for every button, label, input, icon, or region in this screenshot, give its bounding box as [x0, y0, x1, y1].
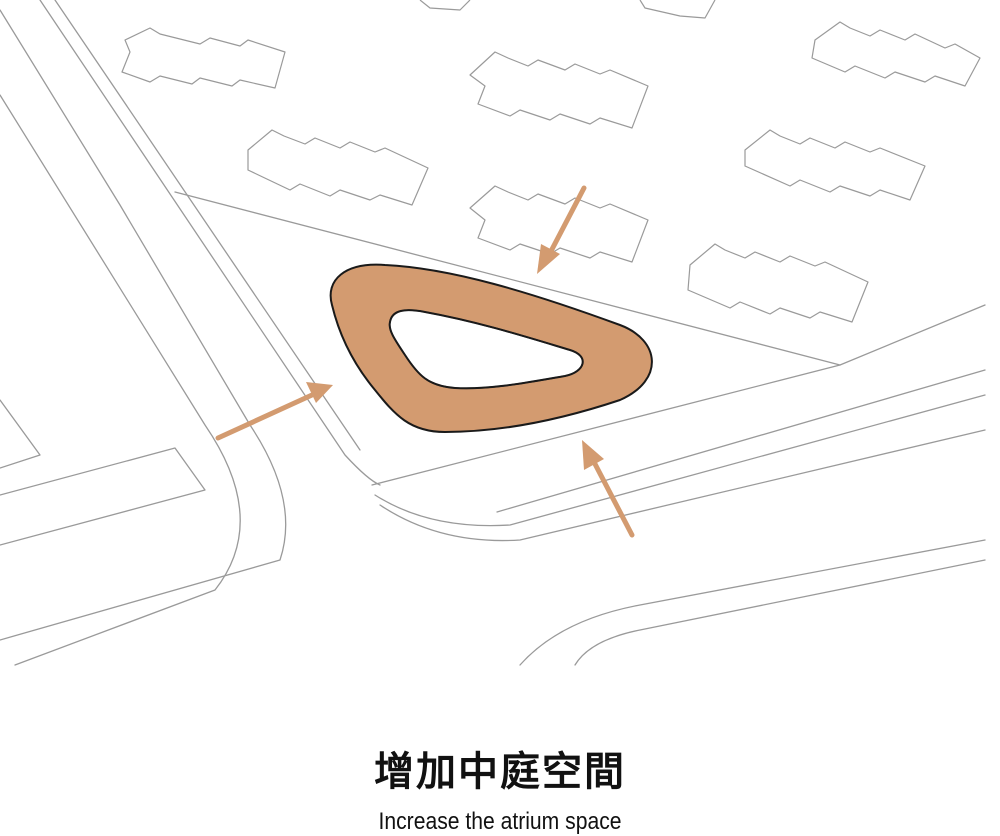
building-top-partial-1 — [419, 0, 471, 11]
caption-subtitle: Increase the atrium space — [378, 808, 622, 835]
site-boundary-top — [174, 191, 841, 366]
road-divider-2 — [54, 0, 361, 451]
road-far-lower-1 — [519, 539, 986, 666]
arrow-from-left — [215, 382, 333, 441]
atrium-ring — [329, 263, 653, 434]
arrow-from-top — [537, 185, 587, 274]
building-4 — [247, 129, 429, 206]
left-block — [0, 447, 206, 546]
building-1 — [121, 27, 286, 89]
building-7 — [687, 243, 869, 323]
building-5 — [469, 185, 649, 263]
arrows — [215, 185, 635, 538]
arrow-from-bottom — [582, 440, 635, 538]
caption-title: 增加中庭空間 — [374, 748, 626, 795]
site-boundary-bottom — [371, 304, 986, 486]
road-curve-lower-1 — [374, 394, 986, 527]
building-6 — [744, 129, 926, 201]
buildings — [121, 0, 981, 323]
building-top-partial-2 — [639, 0, 716, 19]
atrium-shape — [329, 263, 653, 434]
road-edge-left-outer — [0, 94, 241, 666]
left-block-2 — [0, 399, 41, 469]
building-3 — [811, 21, 981, 87]
site-plan-diagram — [0, 0, 986, 666]
atrium-inner-outline — [388, 309, 584, 390]
building-2 — [469, 51, 649, 129]
road-far-lower-2 — [574, 559, 986, 666]
road-curve-lower-2 — [379, 429, 986, 542]
road-curve-lower-3 — [496, 369, 986, 513]
